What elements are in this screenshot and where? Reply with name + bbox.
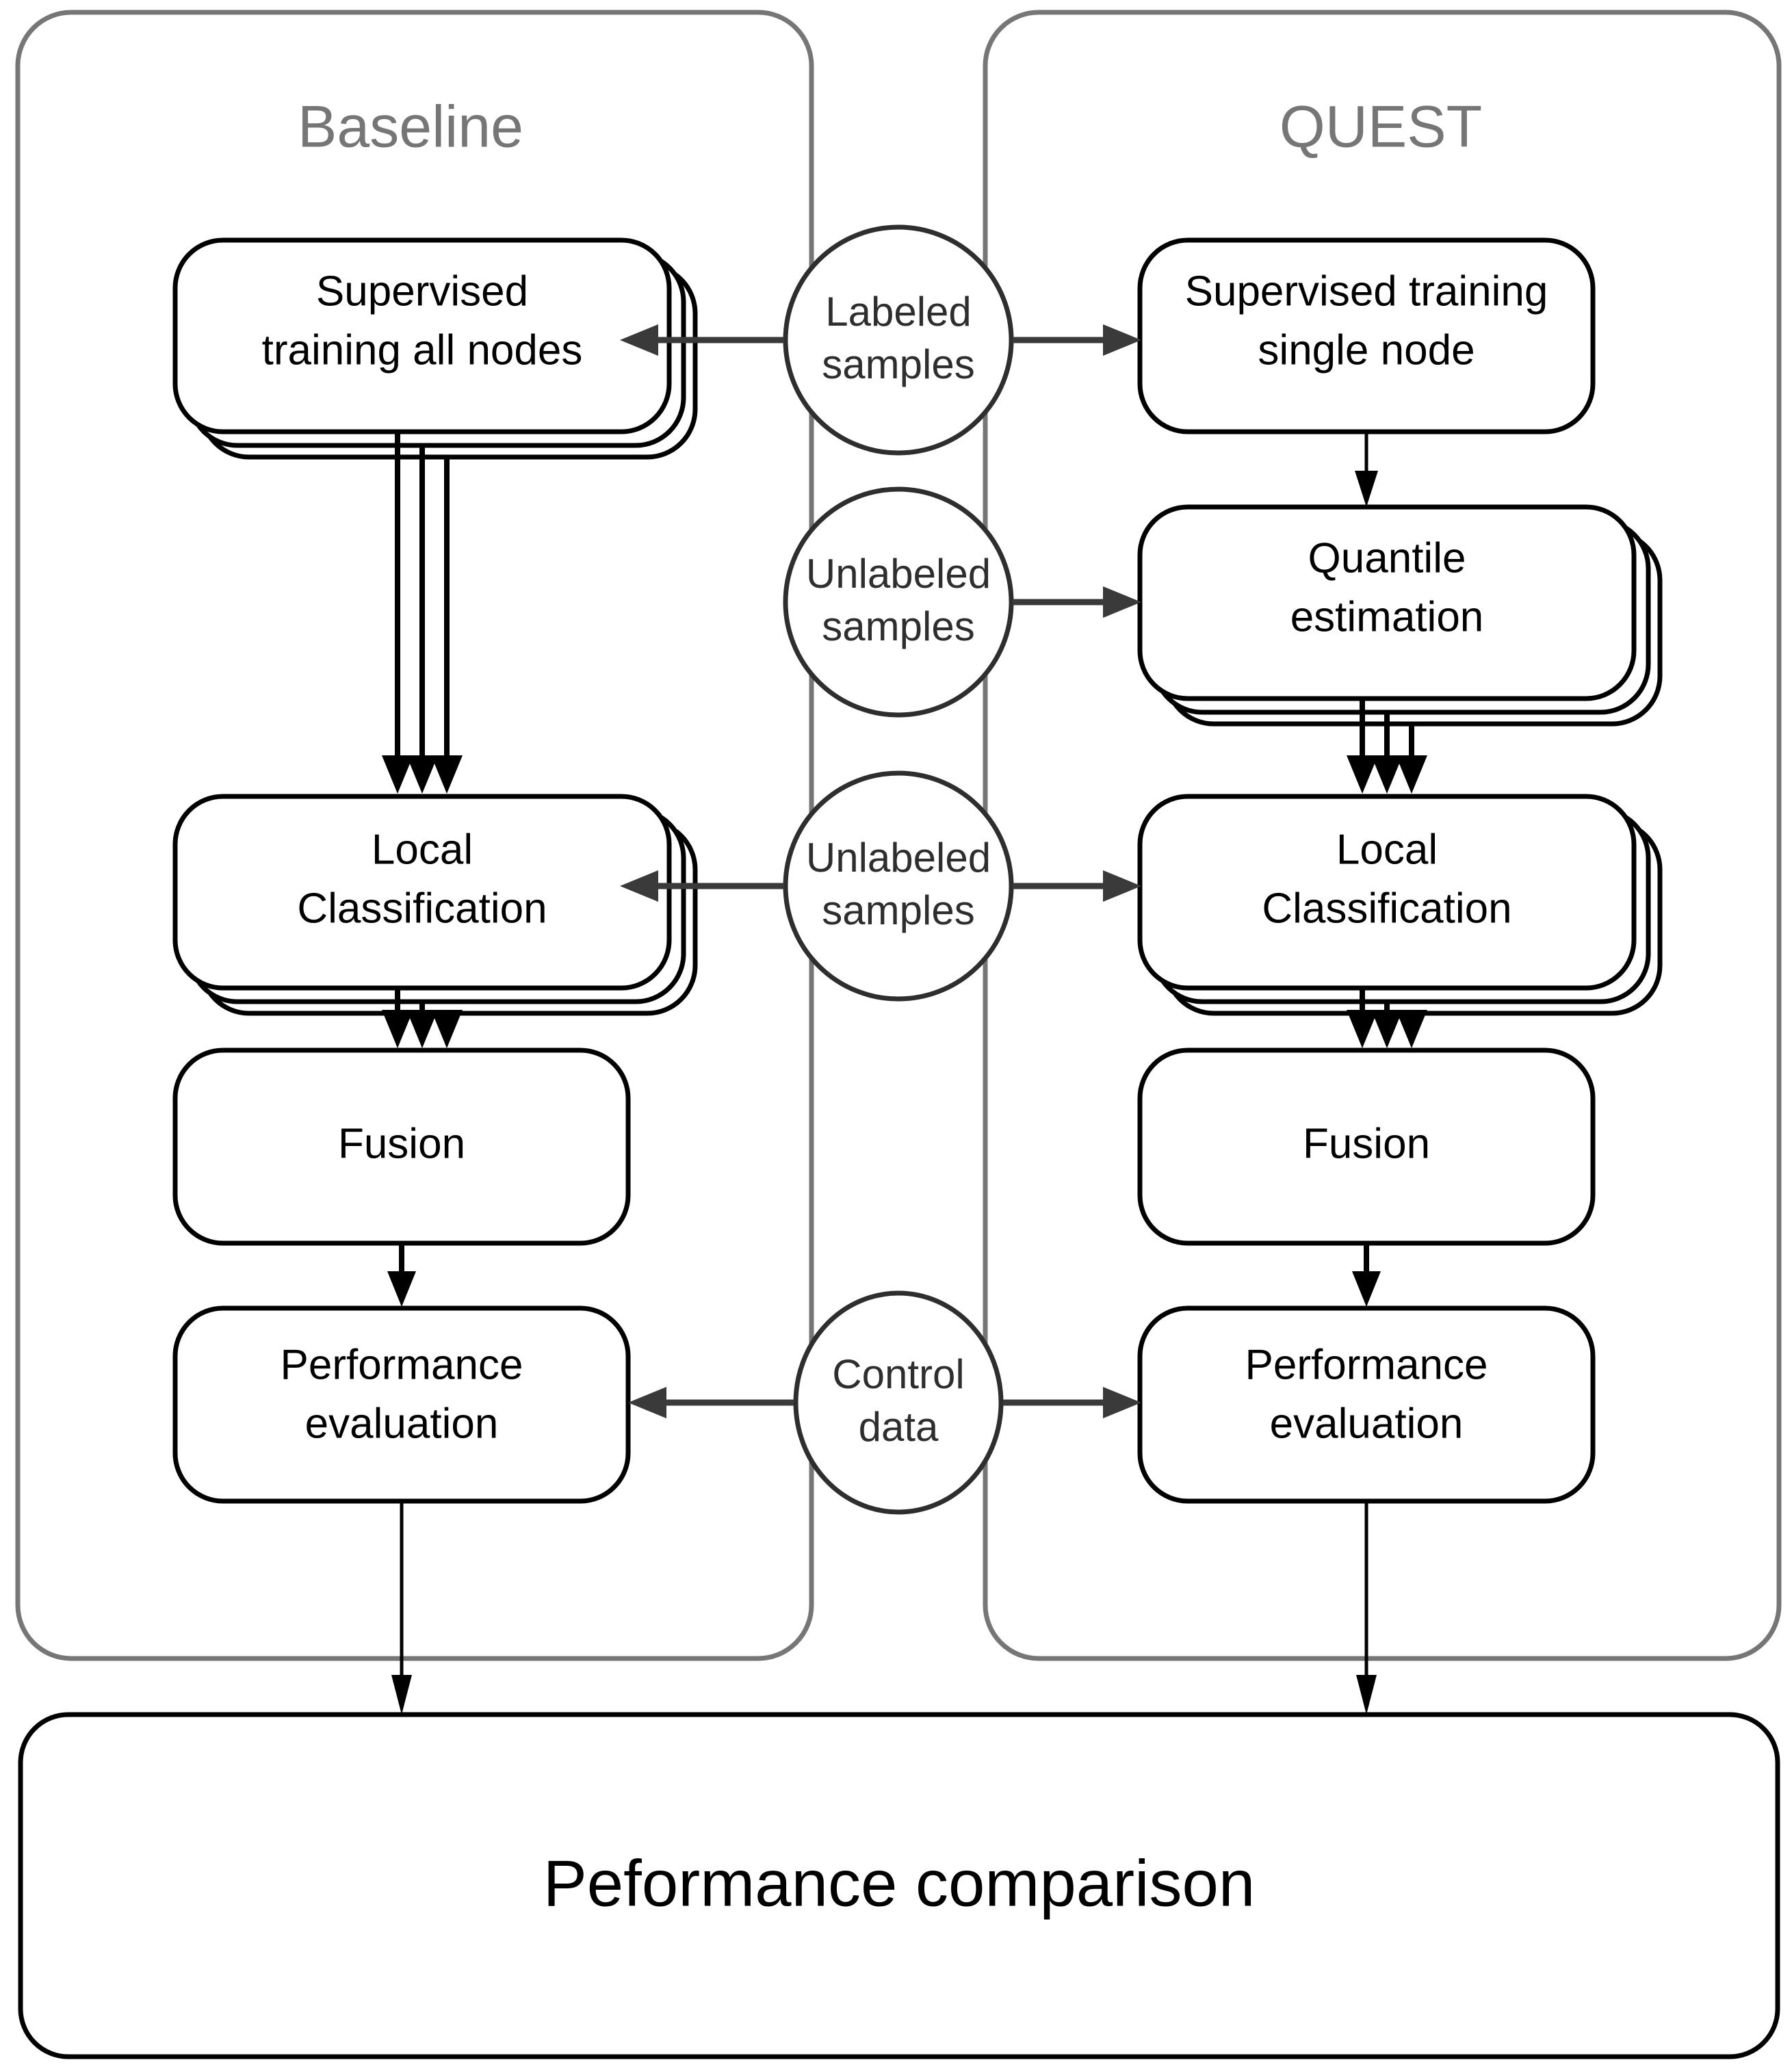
node-local-class-quest-label-1: Local (1336, 826, 1438, 873)
node-unlabeled-samples-top[interactable]: Unlabeled samples (783, 486, 1014, 718)
node-unlabeled-samples-mid-label-1: Unlabeled (806, 835, 991, 881)
node-unlabeled-samples-mid-label-2: samples (822, 887, 974, 933)
node-control-data[interactable]: Control data (793, 1290, 1004, 1515)
edge-sup-train-single-to-quantile (1355, 432, 1378, 507)
node-performance-comparison[interactable]: Peformance comparison (18, 1712, 1780, 2059)
node-local-class-baseline[interactable]: Local Classification (172, 794, 698, 1016)
node-unlabeled-samples-mid[interactable]: Unlabeled samples (783, 770, 1014, 1002)
node-fusion-quest[interactable]: Fusion (1137, 1047, 1596, 1246)
node-control-data-label-1: Control (832, 1351, 964, 1397)
node-sup-train-all-label-2: training all nodes (262, 326, 583, 374)
node-perf-eval-baseline-label-2: evaluation (305, 1400, 499, 1447)
node-local-class-baseline-label-2: Classification (297, 885, 547, 932)
node-unlabeled-samples-mid-circle (783, 770, 1014, 1002)
node-fusion-baseline-label: Fusion (338, 1120, 465, 1167)
node-quantile-estimation-box (1137, 504, 1637, 701)
node-labeled-samples-circle (783, 224, 1014, 456)
node-sup-train-all[interactable]: Supervised training all nodes (172, 237, 698, 460)
node-perf-eval-baseline[interactable]: Performance evaluation (172, 1305, 631, 1504)
node-local-class-baseline-label-1: Local (372, 826, 473, 873)
node-perf-eval-baseline-label-1: Performance (281, 1341, 523, 1388)
node-fusion-quest-label: Fusion (1303, 1120, 1430, 1167)
edge-sup-train-all-to-local-class (382, 432, 463, 794)
node-sup-train-single[interactable]: Supervised training single node (1137, 237, 1596, 434)
panel-quest-title: QUEST (1280, 94, 1482, 160)
node-quantile-estimation-label-2: estimation (1290, 593, 1484, 640)
node-perf-eval-quest-label-2: evaluation (1270, 1400, 1464, 1447)
node-unlabeled-samples-top-label-2: samples (822, 603, 974, 649)
edge-unlabeled-top-to-quantile (1013, 586, 1141, 618)
node-unlabeled-samples-top-label-1: Unlabeled (806, 551, 991, 597)
edge-perf-eval-baseline-to-comparison (391, 1501, 412, 1715)
node-local-class-quest[interactable]: Local Classification (1137, 794, 1663, 1016)
panel-baseline-title: Baseline (298, 94, 523, 160)
edge-unlabeled-mid-to-quest (1013, 870, 1141, 902)
edge-quantile-to-local-class-quest (1347, 699, 1427, 794)
edge-local-class-quest-to-fusion (1347, 988, 1427, 1048)
node-sup-train-single-label-2: single node (1258, 326, 1475, 374)
node-performance-comparison-box (18, 1712, 1780, 2059)
edge-labeled-to-baseline (620, 324, 784, 356)
node-labeled-samples[interactable]: Labeled samples (783, 224, 1014, 456)
node-control-data-label-2: data (859, 1404, 939, 1450)
edge-unlabeled-mid-to-baseline (620, 870, 784, 902)
edge-control-to-baseline (628, 1387, 794, 1418)
edge-control-to-quest (1003, 1387, 1141, 1418)
edge-labeled-to-quest (1013, 324, 1141, 356)
node-fusion-baseline[interactable]: Fusion (172, 1047, 631, 1246)
node-performance-comparison-label: Peformance comparison (543, 1847, 1255, 1920)
node-local-class-quest-box (1137, 794, 1637, 991)
node-sup-train-all-box (172, 237, 672, 434)
node-local-class-quest-label-2: Classification (1262, 885, 1511, 932)
edge-fusion-baseline-to-perf-eval (387, 1243, 416, 1307)
edge-local-class-baseline-to-fusion (382, 988, 463, 1048)
edge-fusion-quest-to-perf-eval (1352, 1243, 1381, 1307)
node-perf-eval-quest[interactable]: Performance evaluation (1137, 1305, 1596, 1504)
node-sup-train-single-label-1: Supervised training (1185, 268, 1548, 315)
node-control-data-circle (793, 1290, 1004, 1515)
node-quantile-estimation-label-1: Quantile (1308, 534, 1466, 582)
node-local-class-baseline-box (172, 794, 672, 991)
node-labeled-samples-label-2: samples (822, 341, 974, 387)
node-perf-eval-quest-label-1: Performance (1245, 1341, 1488, 1388)
edge-perf-eval-quest-to-comparison (1356, 1501, 1377, 1715)
node-unlabeled-samples-top-circle (783, 486, 1014, 718)
node-labeled-samples-label-1: Labeled (825, 289, 972, 335)
node-quantile-estimation[interactable]: Quantile estimation (1137, 504, 1663, 727)
node-sup-train-all-label-1: Supervised (316, 268, 528, 315)
